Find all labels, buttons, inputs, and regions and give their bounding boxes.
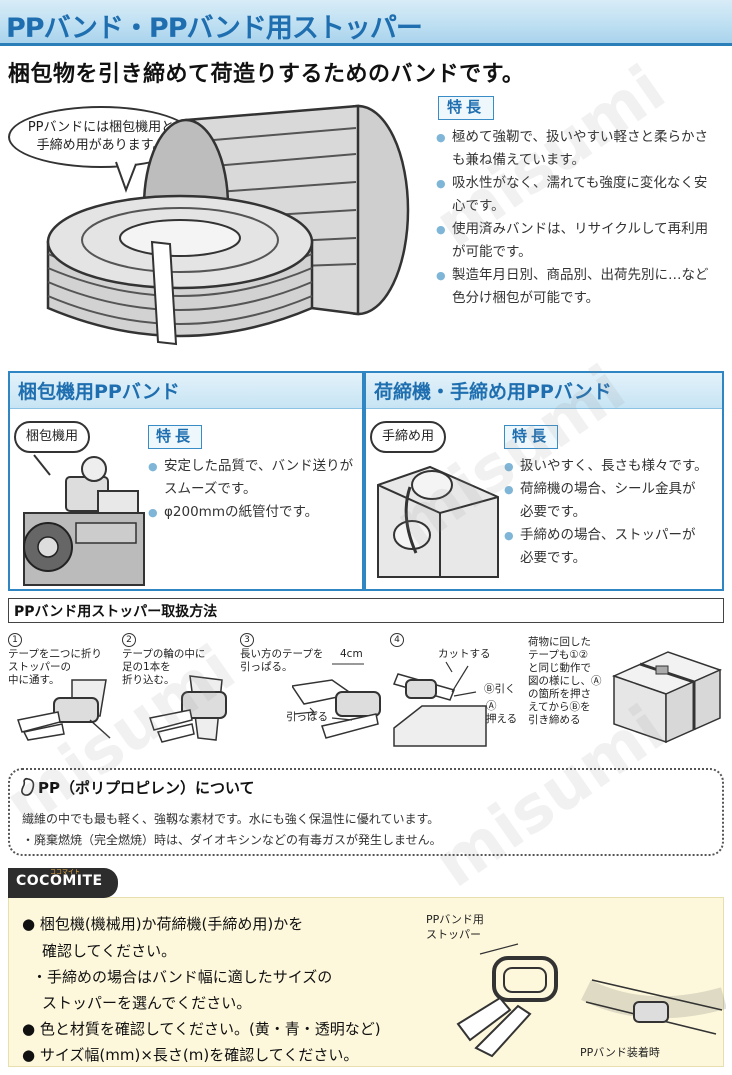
step-1-number: 1 [8, 633, 22, 647]
step-3-dimension: 4cm [340, 648, 363, 660]
hero-bubble-tail [115, 161, 137, 193]
procedure-title: PPバンド用ストッパー取扱方法 [14, 604, 218, 620]
feature-item-cont: 心です。 [452, 198, 505, 214]
mounted-label: PPバンド装着時 [580, 1046, 660, 1059]
header-band [0, 0, 732, 46]
cocomite-logo-small: ココマイト [50, 869, 81, 876]
machine-feature-tag: 特長 [148, 425, 202, 449]
feature-item-cont: も兼ね備えています。 [452, 152, 585, 168]
hero-feature-tag: 特長 [438, 96, 494, 120]
step-4-cut-label: カットする [438, 648, 491, 660]
feature-item-cont: 必要です。 [520, 550, 587, 566]
final-step-text: 荷物に回した テープも①② と同じ動作で 図の様にし、Ⓐ の箇所を押さ えてから… [528, 636, 602, 726]
manual-speech-bubble: 手締め用 [370, 421, 446, 453]
manual-band-title: 荷締機・手締め用PPバンド [374, 381, 612, 403]
hero-feature-list: 極めて強靭で、扱いやすい軽さと柔らかさ も兼ね備えています。 吸水性がなく、濡れ… [436, 126, 728, 310]
machine-speech-bubble: 梱包機用 [14, 421, 90, 453]
feature-item-cont: 色分け梱包が可能です。 [452, 290, 600, 306]
cocomite-note: ● 梱包機(機械用)か荷締機(手締め用)かを [22, 915, 304, 933]
manual-bubble-label: 手締め用 [381, 429, 434, 444]
tied-package-illustration [611, 651, 723, 744]
machine-band-panel-header: 梱包機用PPバンド [10, 373, 362, 409]
feature-item: 荷締機の場合、シール金具が [504, 478, 722, 501]
pp-about-title: PP（ポリプロピレン）について [38, 779, 255, 797]
cocomite-notes-box [8, 897, 724, 1067]
feature-item-cont: が可能です。 [452, 244, 532, 260]
packing-machine-illustration [23, 454, 145, 586]
bean-icon [21, 777, 35, 796]
manual-band-panel-header: 荷締機・手締め用PPバンド [366, 373, 722, 409]
feature-item: 使用済みバンドは、リサイクルして再利用 [436, 218, 728, 241]
cocomite-logo [8, 868, 118, 898]
feature-item: 手締めの場合、ストッパーが [504, 524, 722, 547]
cocomite-note: 確認してください。 [42, 942, 177, 960]
feature-item: 安定した品質で、バンド送りが [148, 455, 362, 478]
hero-bubble-line: 手締め用があります。 [36, 138, 166, 153]
hero-bubble-line: PPバンドには梱包機用と [27, 120, 175, 135]
feature-item: φ200mmの紙管付です。 [148, 501, 362, 524]
feature-item: 製造年月日別、商品別、出荷先別に…など [436, 264, 728, 287]
step-4-pull-label: Ⓑ引く [484, 683, 516, 695]
step-3-number: 3 [240, 633, 254, 647]
procedure-header [8, 598, 724, 623]
cocomite-note: ● 色と材質を確認してください。(黄・青・透明など) [22, 1020, 381, 1038]
step-2-illustration [149, 675, 227, 743]
page-title: PPバンド・PPバンド用ストッパー [6, 13, 423, 44]
cocomite-note: ストッパーを選んでください。 [42, 994, 252, 1012]
step-3-text: 長い方のテープを 引っぱる。 [240, 648, 324, 673]
machine-feature-list: 安定した品質で、バンド送りが スムーズです。 φ200mmの紙管付です。 [148, 455, 362, 524]
manual-feature-tag: 特長 [504, 425, 558, 449]
feature-item-cont: 必要です。 [520, 504, 587, 520]
cocomite-note: ・手締めの場合はバンド幅に適したサイズの [32, 968, 333, 986]
stopper-label-line: PPバンド用 [426, 913, 484, 926]
pp-about-line: 繊維の中でも最も軽く、強靱な素材です。水にも強く保温性に優れています。 [22, 812, 440, 826]
stopper-label-line: ストッパー [426, 928, 481, 941]
step-4-number: 4 [390, 633, 404, 647]
step-1-illustration [17, 679, 111, 741]
step-2-text: テープの輪の中に 足の1本を 折り込む。 [122, 648, 206, 686]
pp-about-line: ・廃棄燃焼（完全燃焼）時は、ダイオキシンなどの有毒ガスが発生しません。 [22, 833, 442, 847]
machine-band-title: 梱包機用PPバンド [18, 381, 180, 403]
manual-feature-list: 扱いやすく、長さも様々です。 荷締機の場合、シール金具が 必要です。 手締めの場… [504, 455, 722, 570]
step-4-press-label: Ⓐ 押える [486, 700, 518, 725]
cocomite-note: ● サイズ幅(mm)×長さ(m)を確認してください。 [22, 1046, 359, 1064]
pp-about-box [8, 768, 724, 856]
hand-tightening-illustration [377, 465, 499, 578]
pp-band-rolls-illustration [46, 104, 410, 346]
step-3-illustration [292, 663, 381, 739]
page-subtitle: 梱包物を引き締めて荷造りするためのバンドです。 [8, 62, 525, 87]
step-2-number: 2 [122, 633, 136, 647]
manual-band-panel: 荷締機・手締め用PPバンド 手締め用 特長 扱いやすく、長さも様々です。 荷締機… [364, 371, 724, 591]
feature-item-cont: スムーズです。 [164, 481, 257, 497]
stopper-label: PPバンド用 ストッパー [426, 912, 484, 942]
feature-item: 扱いやすく、長さも様々です。 [504, 455, 722, 478]
feature-item: 極めて強靭で、扱いやすい軽さと柔らかさ [436, 126, 728, 149]
machine-bubble-label: 梱包機用 [25, 429, 78, 444]
feature-item: 吸水性がなく、濡れても強度に変化なく安 [436, 172, 728, 195]
stopper-illustration [456, 943, 726, 1058]
cocomite-logo-text: COCOMITE [16, 873, 103, 889]
step-4-illustration [392, 661, 487, 747]
lying-roll [46, 194, 314, 346]
step-1-text: テープを二つに折り ストッパーの 中に通す。 [8, 648, 102, 686]
machine-band-panel: 梱包機用PPバンド 梱包機用 特長 安定した品質で、バンド送りが スムーズです。… [8, 371, 364, 591]
